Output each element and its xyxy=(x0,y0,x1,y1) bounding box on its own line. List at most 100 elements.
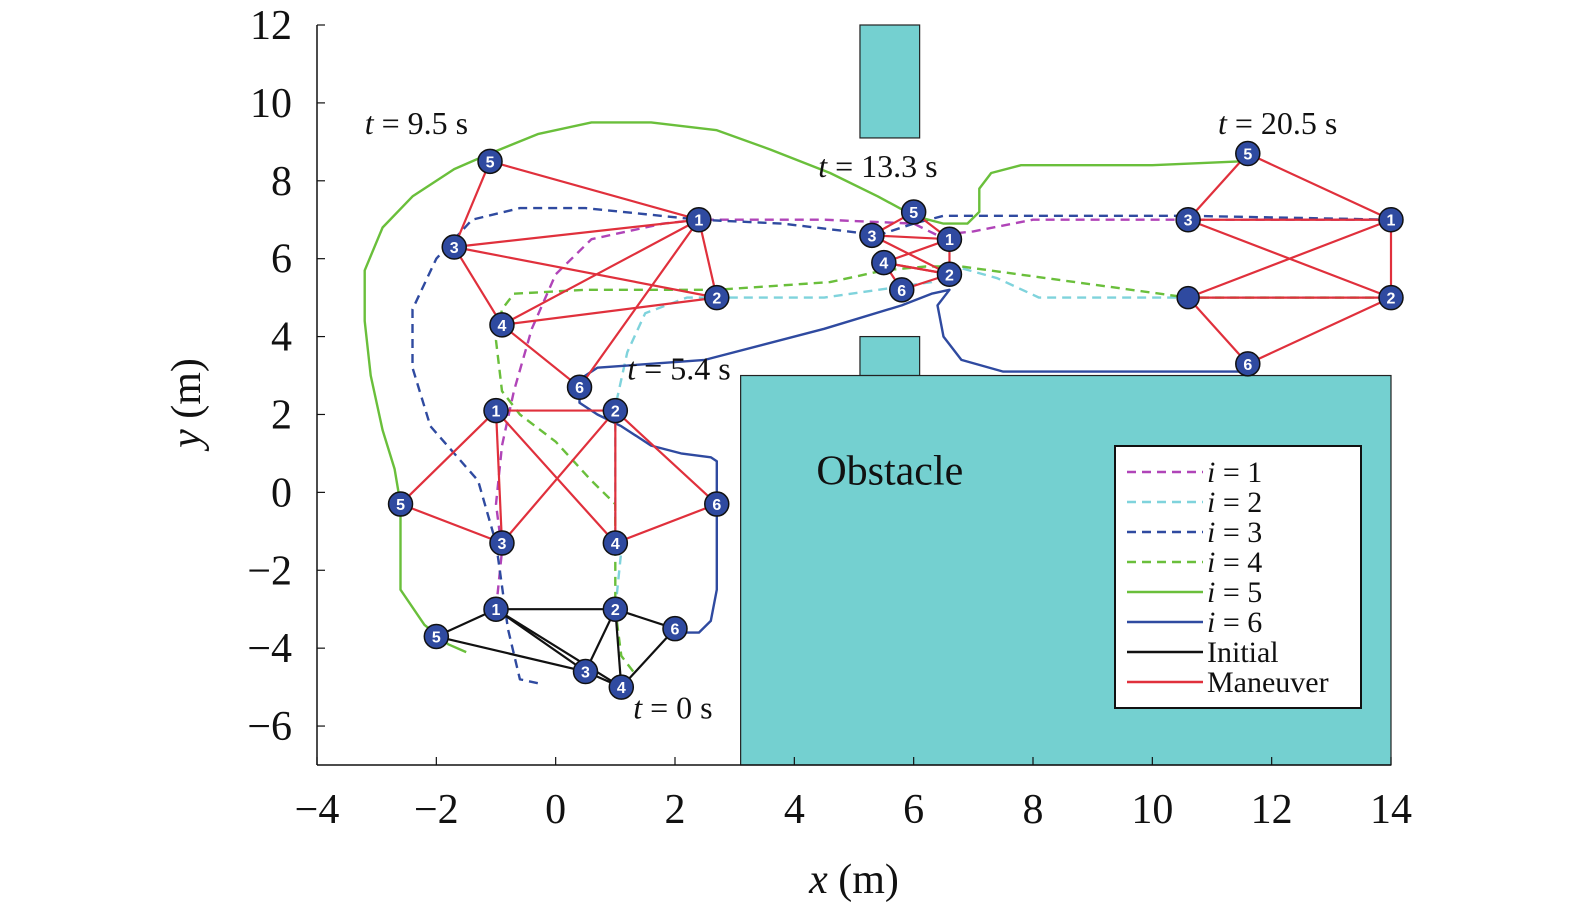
maneuver-edge xyxy=(453,160,492,248)
maneuver-edge xyxy=(578,219,700,388)
agent-node xyxy=(662,615,688,642)
maneuver-edge xyxy=(871,234,950,276)
legend-entry-label-var: i xyxy=(1207,456,1215,489)
agent-node xyxy=(1176,285,1200,310)
legend-entry-label-var: i xyxy=(1207,486,1215,519)
x-tick-label: 4 xyxy=(784,787,805,833)
legend-entry-label-text: = 2 xyxy=(1215,486,1262,519)
x-tick-label: −2 xyxy=(414,787,459,833)
maneuver-edge xyxy=(614,409,718,505)
maneuver-edge xyxy=(453,246,503,326)
x-tick-label: 12 xyxy=(1251,787,1293,833)
maneuver-edge xyxy=(501,296,717,326)
legend-entry-label: i = 6 xyxy=(1207,606,1262,639)
y-tick-label: −6 xyxy=(247,704,292,750)
agent-node xyxy=(1175,206,1201,233)
maneuver-edge xyxy=(454,245,717,299)
agent-node xyxy=(602,596,629,622)
agent-node xyxy=(441,234,467,260)
y-tick-label: 0 xyxy=(271,470,292,516)
initial-edge xyxy=(495,608,622,689)
legend-entry-label-text: = 6 xyxy=(1215,606,1262,639)
time-annotation-var: t xyxy=(1218,105,1228,141)
agent-node-label: 3 xyxy=(450,240,459,257)
agent-node xyxy=(936,261,963,288)
legend-entry-label: Initial xyxy=(1207,636,1279,669)
agent-node-label: 5 xyxy=(432,629,441,646)
time-annotations-layer: t = 0 st = 5.4 st = 9.5 st = 13.3 st = 2… xyxy=(365,105,1338,725)
agent-node-label: 1 xyxy=(945,232,954,249)
agent-node xyxy=(871,249,897,276)
agent-node xyxy=(566,374,593,400)
y-axis-label: y (m) xyxy=(164,358,210,452)
agent-node xyxy=(387,491,414,517)
x-tick-label: 6 xyxy=(903,787,924,833)
trajectory-i5 xyxy=(363,121,1242,654)
trajectory-i3 xyxy=(411,206,1392,685)
y-tick-label: 4 xyxy=(271,315,292,361)
agent-node xyxy=(477,148,503,175)
maneuver-edge xyxy=(489,160,700,221)
maneuver-edge xyxy=(1187,152,1249,221)
agent-node-label: 3 xyxy=(867,228,876,245)
x-tick-label: −4 xyxy=(295,787,340,833)
legend-entry-label-text: = 1 xyxy=(1215,456,1262,489)
agent-node xyxy=(704,284,730,311)
legend-entry-label: i = 5 xyxy=(1207,576,1262,609)
time-annotation: t = 5.4 s xyxy=(627,350,730,386)
agent-node-label: 6 xyxy=(671,622,680,639)
trajectory-i2 xyxy=(614,265,1391,610)
time-annotation-text: = 5.4 s xyxy=(636,350,731,386)
x-axis-label: x (m) xyxy=(808,857,899,903)
agent-node-label: 3 xyxy=(581,665,590,682)
agent-node xyxy=(483,596,509,622)
y-tick-label: 10 xyxy=(250,81,292,127)
agent-node xyxy=(1378,284,1404,311)
legend-entry-label: i = 1 xyxy=(1207,456,1262,489)
agent-node-label: 2 xyxy=(611,404,620,421)
time-annotation: t = 9.5 s xyxy=(365,105,468,141)
x-tick-label: 8 xyxy=(1023,787,1044,833)
time-annotation: t = 20.5 s xyxy=(1218,105,1337,141)
agent-node-label: 2 xyxy=(945,267,954,284)
legend-entry-label-text: = 4 xyxy=(1215,546,1262,579)
agent-node xyxy=(572,658,599,685)
time-annotation-text: = 13.3 s xyxy=(827,148,938,184)
maneuver-edge xyxy=(454,218,699,249)
agent-node-label: 5 xyxy=(1243,147,1252,164)
maneuver-edge xyxy=(1187,218,1392,299)
time-annotation: t = 13.3 s xyxy=(818,148,937,184)
agent-node-label: 5 xyxy=(396,497,405,514)
agent-node xyxy=(900,199,927,225)
x-axis-label-text: (m) xyxy=(828,857,899,903)
initial-edge xyxy=(614,609,623,688)
agent-node xyxy=(1235,351,1261,377)
time-annotation-var: t xyxy=(633,689,643,725)
y-axis-label-var: y xyxy=(164,429,210,452)
y-tick-label: −4 xyxy=(247,626,292,672)
agent-node xyxy=(608,674,635,700)
time-annotation-var: t xyxy=(627,350,637,386)
legend-entry-label-var: i xyxy=(1207,516,1215,549)
agent-node-label: 1 xyxy=(492,602,501,619)
y-tick-label: −2 xyxy=(247,548,292,594)
agent-node-label: 5 xyxy=(909,205,918,222)
agent-node-label: 3 xyxy=(1184,213,1193,230)
x-tick-label: 14 xyxy=(1370,787,1412,833)
x-tick-label: 10 xyxy=(1131,787,1173,833)
legend-box xyxy=(1114,445,1362,709)
maneuver-edge xyxy=(501,324,581,389)
initial-edge xyxy=(436,635,586,673)
agent-node xyxy=(888,277,915,303)
maneuver-edge xyxy=(494,410,504,544)
obstacle-label: Obstacle xyxy=(816,449,963,495)
maneuver-edge xyxy=(697,219,718,298)
agent-node-label: 2 xyxy=(1387,291,1396,308)
time-annotation-text: = 9.5 s xyxy=(374,105,469,141)
legend-entry-label: i = 4 xyxy=(1207,546,1262,579)
maneuver-edge xyxy=(871,234,950,241)
obstacle-rect xyxy=(859,335,921,377)
